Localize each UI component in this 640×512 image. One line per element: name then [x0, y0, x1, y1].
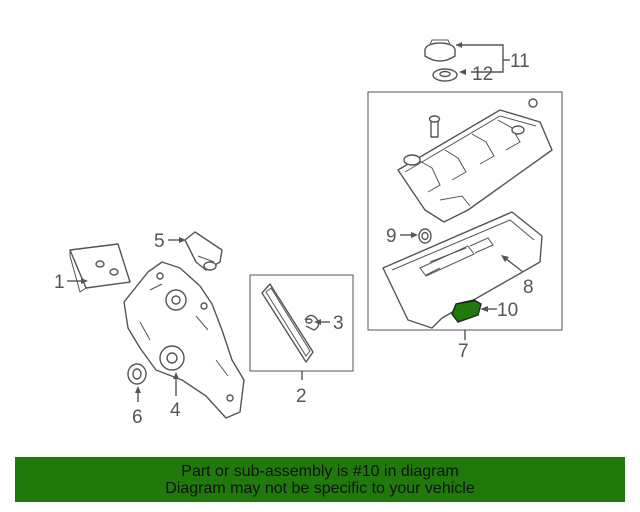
crankshaft-seal[interactable]	[127, 363, 147, 385]
front-cover-gasket[interactable]	[261, 283, 314, 363]
callout-11-leader	[456, 44, 504, 73]
oil-filler-cap[interactable]	[424, 39, 456, 62]
callout-2: 2	[296, 386, 307, 407]
callout-10: 10	[497, 300, 518, 321]
info-banner: Part or sub-assembly is #10 in diagram D…	[15, 457, 625, 502]
callout-5: 5	[154, 231, 165, 252]
parts-diagram: 11 12 9 8	[54, 39, 563, 428]
engine-cover[interactable]	[382, 211, 543, 329]
callout-8: 8	[523, 277, 534, 298]
cover-bolt[interactable]	[428, 115, 441, 138]
callout-7: 7	[458, 341, 469, 362]
banner-line-2: Diagram may not be specific to your vehi…	[165, 480, 475, 497]
bracket[interactable]	[184, 231, 223, 271]
callout-11: 11	[510, 51, 530, 72]
callout-4: 4	[170, 400, 181, 421]
valve-cover[interactable]	[397, 109, 553, 223]
retaining-clip[interactable]	[304, 314, 320, 331]
callout-9: 9	[386, 226, 397, 247]
cap-seal-ring[interactable]	[432, 68, 458, 82]
callout-3: 3	[333, 313, 344, 334]
callout-6: 6	[132, 407, 143, 428]
cover-plate[interactable]	[69, 243, 131, 293]
callout-1: 1	[54, 272, 65, 293]
banner-line-1: Part or sub-assembly is #10 in diagram	[181, 463, 459, 480]
seal-ring[interactable]	[418, 228, 432, 244]
callout-12: 12	[472, 64, 493, 85]
part-10-highlighted[interactable]	[451, 299, 482, 323]
timing-cover[interactable]	[123, 261, 245, 419]
